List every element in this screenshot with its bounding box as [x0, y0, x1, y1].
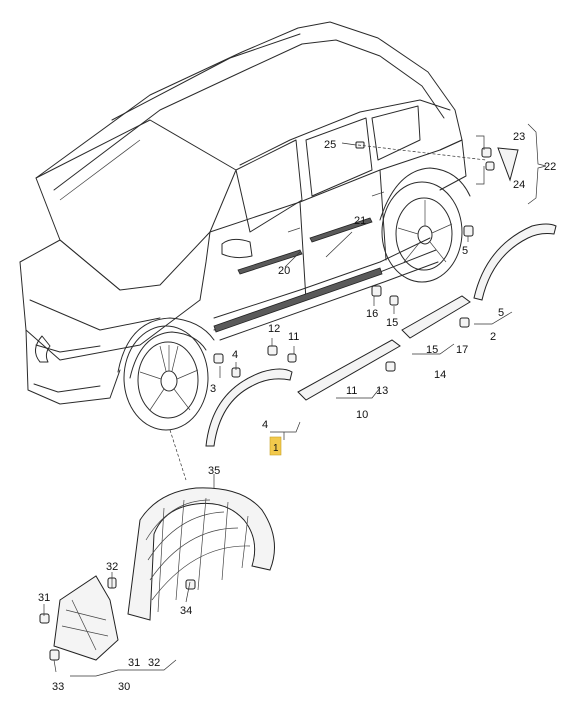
- callout-11-upper: 11: [288, 331, 299, 343]
- callout-1-highlight: [269, 436, 282, 456]
- callout-35: 35: [208, 465, 220, 477]
- leader-lines: [43, 123, 547, 677]
- callout-10: 10: [356, 409, 368, 421]
- door-trim-strip-20: [237, 249, 303, 275]
- callout-33: 33: [52, 681, 64, 693]
- callout-15-upper: 15: [386, 317, 398, 329]
- clips: [39, 141, 495, 661]
- callout-32-upper: 32: [106, 561, 118, 573]
- rear-wheel: [379, 167, 471, 283]
- callout-20: 20: [278, 265, 290, 277]
- wheel-housing-liner: [127, 487, 275, 621]
- front-wheel: [123, 325, 209, 431]
- callout-22: 22: [544, 161, 556, 173]
- callout-2: 2: [490, 331, 496, 343]
- callout-23: 23: [513, 131, 525, 143]
- car-body: [19, 21, 467, 405]
- callout-31-upper: 31: [38, 592, 50, 604]
- front-wheel-arch-trim: [205, 368, 293, 447]
- callout-13: 13: [376, 385, 388, 397]
- sill-moulding-mid: [401, 295, 471, 339]
- callout-24: 24: [513, 179, 525, 191]
- callout-17: 17: [456, 344, 468, 356]
- callout-21: 21: [354, 215, 366, 227]
- callout-3: 3: [210, 383, 216, 395]
- callout-5-rear: 5: [462, 245, 468, 257]
- callout-31-lower: 31: [128, 657, 140, 669]
- callout-14: 14: [434, 369, 446, 381]
- door-trim-strip-21: [309, 217, 373, 243]
- callout-11-lower: 11: [346, 385, 357, 397]
- callout-25: 25: [324, 139, 336, 151]
- rear-wheel-arch-trim: [473, 223, 557, 301]
- sill-moulding-long: [297, 339, 401, 401]
- callout-30: 30: [118, 681, 130, 693]
- callout-32-lower: 32: [148, 657, 160, 669]
- callout-12: 12: [268, 323, 280, 335]
- callout-15-lower: 15: [426, 344, 438, 356]
- callout-16: 16: [366, 308, 378, 320]
- sill-strip-on-car: [213, 267, 383, 333]
- callout-34: 34: [180, 605, 192, 617]
- splash-shield: [53, 575, 119, 661]
- callout-4-lower: 4: [262, 419, 268, 431]
- callout-1: 1: [273, 443, 279, 454]
- quarter-window-trim: [497, 147, 519, 182]
- callout-labels: 25 23 22 24 21 20 5 16 15 5 2 12 11 4 15…: [38, 131, 556, 693]
- callout-5-arch: 5: [498, 307, 504, 319]
- callout-4-upper: 4: [232, 349, 238, 361]
